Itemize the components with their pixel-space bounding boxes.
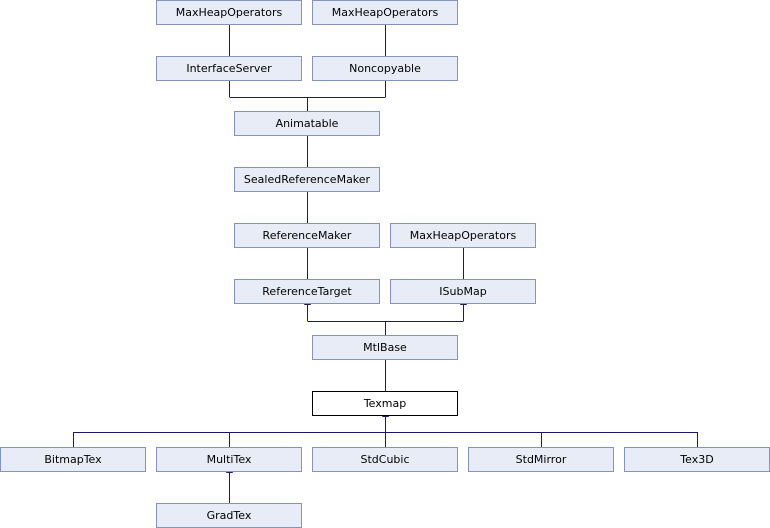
node-multitex[interactable]: MultiTex xyxy=(156,447,302,472)
node-mtlbase[interactable]: MtlBase xyxy=(312,335,458,360)
node-maxheapoperators-1[interactable]: MaxHeapOperators xyxy=(156,0,302,25)
node-gradtex[interactable]: GradTex xyxy=(156,503,302,528)
node-bitmaptex[interactable]: BitmapTex xyxy=(0,447,146,472)
node-stdcubic[interactable]: StdCubic xyxy=(312,447,458,472)
node-texmap-current: Texmap xyxy=(312,391,458,416)
node-maxheapoperators-3[interactable]: MaxHeapOperators xyxy=(390,223,536,248)
node-referencemaker[interactable]: ReferenceMaker xyxy=(234,223,380,248)
node-animatable[interactable]: Animatable xyxy=(234,111,380,136)
node-stdmirror[interactable]: StdMirror xyxy=(468,447,614,472)
node-maxheapoperators-2[interactable]: MaxHeapOperators xyxy=(312,0,458,25)
node-tex3d[interactable]: Tex3D xyxy=(624,447,770,472)
node-sealedreferencemaker[interactable]: SealedReferenceMaker xyxy=(234,167,380,192)
node-noncopyable[interactable]: Noncopyable xyxy=(312,56,458,81)
node-referencetarget[interactable]: ReferenceTarget xyxy=(234,279,380,304)
node-interfaceserver[interactable]: InterfaceServer xyxy=(156,56,302,81)
node-isubmap[interactable]: ISubMap xyxy=(390,279,536,304)
